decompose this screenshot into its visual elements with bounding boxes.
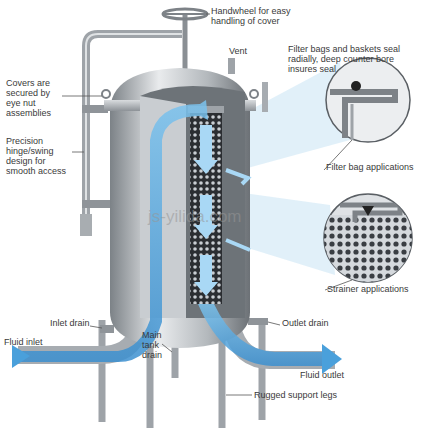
leader-line <box>162 344 172 352</box>
callout-label: Filter bag applications <box>326 162 426 172</box>
handwheel-spoke <box>163 13 207 15</box>
handwheel <box>163 9 207 19</box>
leader-line <box>72 152 84 153</box>
watermark: js-yilida.com <box>148 208 288 226</box>
flow-arrowhead <box>12 345 30 368</box>
callout-label: Filter bags and baskets seal radially, d… <box>288 44 424 74</box>
strainer-mesh <box>324 215 414 285</box>
callout-label: Handwheel for easy handling of cover <box>211 6 323 26</box>
flow-arrow <box>194 255 218 296</box>
handwheel-stem <box>183 14 188 72</box>
leader-line <box>226 395 252 396</box>
callout-label: Strainer applications <box>327 284 427 294</box>
leader-line <box>206 14 210 15</box>
flow-in <box>20 100 208 362</box>
callout-label: Covers are secured by eye nut assemblies <box>6 78 64 118</box>
leader-line <box>90 326 102 328</box>
vent-pipe <box>228 58 235 74</box>
outlet-drain-stub <box>248 318 268 325</box>
eye-nut <box>250 90 258 98</box>
hinge <box>82 200 112 208</box>
callout-label: Fluid inlet <box>4 337 64 347</box>
callout-label: Outlet drain <box>282 318 342 328</box>
flow-arrow <box>226 240 250 250</box>
flow-arrowhead <box>322 344 342 374</box>
eye-nut <box>102 90 110 98</box>
callout-label: Precision hinge/swing design for smooth … <box>6 136 76 176</box>
leader-line <box>268 322 280 325</box>
callout-label: Fluid outlet <box>300 370 370 380</box>
callout-label: Vent <box>229 46 259 56</box>
callout-label: Rugged support legs <box>254 390 364 400</box>
leader-line <box>62 96 102 97</box>
hinge-block <box>80 214 92 236</box>
callout-label: Main tank drain <box>142 330 172 360</box>
flow-arrow <box>194 125 218 174</box>
flow-arrow <box>226 170 248 184</box>
side-fitting <box>262 82 268 112</box>
support-leg <box>219 335 226 428</box>
flow-out <box>198 304 325 366</box>
inlet-drain-stub <box>100 325 114 333</box>
seal-ring <box>351 81 361 91</box>
support-leg <box>259 320 266 420</box>
callout-label: Inlet drain <box>50 318 100 328</box>
seal-detail-flange <box>330 92 395 138</box>
seal-detail-circle <box>326 58 410 142</box>
support-leg <box>99 320 106 422</box>
strainer-detail-flange <box>340 205 400 222</box>
bag-wall <box>351 104 354 140</box>
seal-vring <box>362 206 374 216</box>
